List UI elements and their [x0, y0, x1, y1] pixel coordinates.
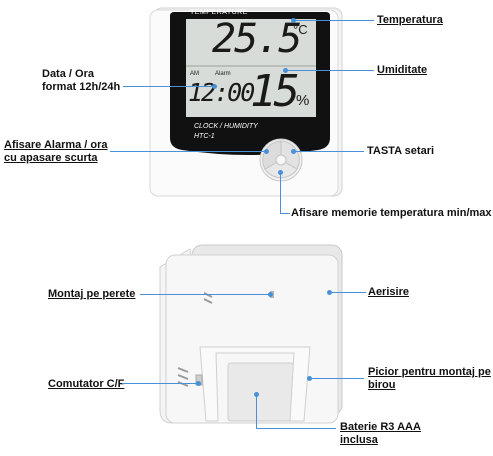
am-indicator: AM — [190, 71, 199, 77]
callout-picior-line2: birou — [368, 379, 396, 391]
settings-buttons[interactable] — [258, 137, 304, 183]
model-line-2: HTC-1 — [194, 133, 215, 140]
alarm-indicator: Alarm — [215, 71, 231, 77]
callout-alarma-line1: Afisare Alarma / ora — [4, 139, 108, 151]
callout-memorie-min-max: Afisare memorie temperatura min/max — [291, 207, 492, 219]
callout-umiditate: Umiditate — [377, 64, 428, 76]
callout-temperatura: Temperatura — [377, 14, 443, 26]
callout-baterie-line1: Baterie R3 AAA — [340, 421, 421, 433]
callout-montaj-perete: Montaj pe perete — [48, 288, 136, 300]
callout-data-ora-line2: format 12h/24h — [42, 81, 121, 93]
callout-comutator-cf: Comutator C/F — [48, 378, 125, 390]
temperature-unit: °C — [293, 22, 308, 37]
humidity-reading: 15 — [250, 66, 300, 117]
callout-alarma-line2: cu apasare scurta — [4, 152, 98, 164]
device-header-label: TEMPERATURE — [190, 9, 248, 16]
callout-data-ora-line1: Data / Ora — [42, 68, 94, 80]
humidity-unit: % — [296, 92, 310, 109]
temperature-reading: 25.5 — [212, 16, 302, 62]
callout-tasta-setari: TASTA setari — [367, 145, 435, 157]
device-front — [149, 7, 343, 197]
callout-baterie-line2: inclusa — [340, 434, 378, 446]
callout-aerisire: Aerisire — [368, 286, 409, 298]
device-back — [159, 244, 343, 424]
model-line-1: CLOCK / HUMIDITY — [194, 123, 258, 130]
callout-picior-line1: Picior pentru montaj pe — [368, 366, 491, 378]
clock-reading: 12:00 — [188, 78, 255, 107]
